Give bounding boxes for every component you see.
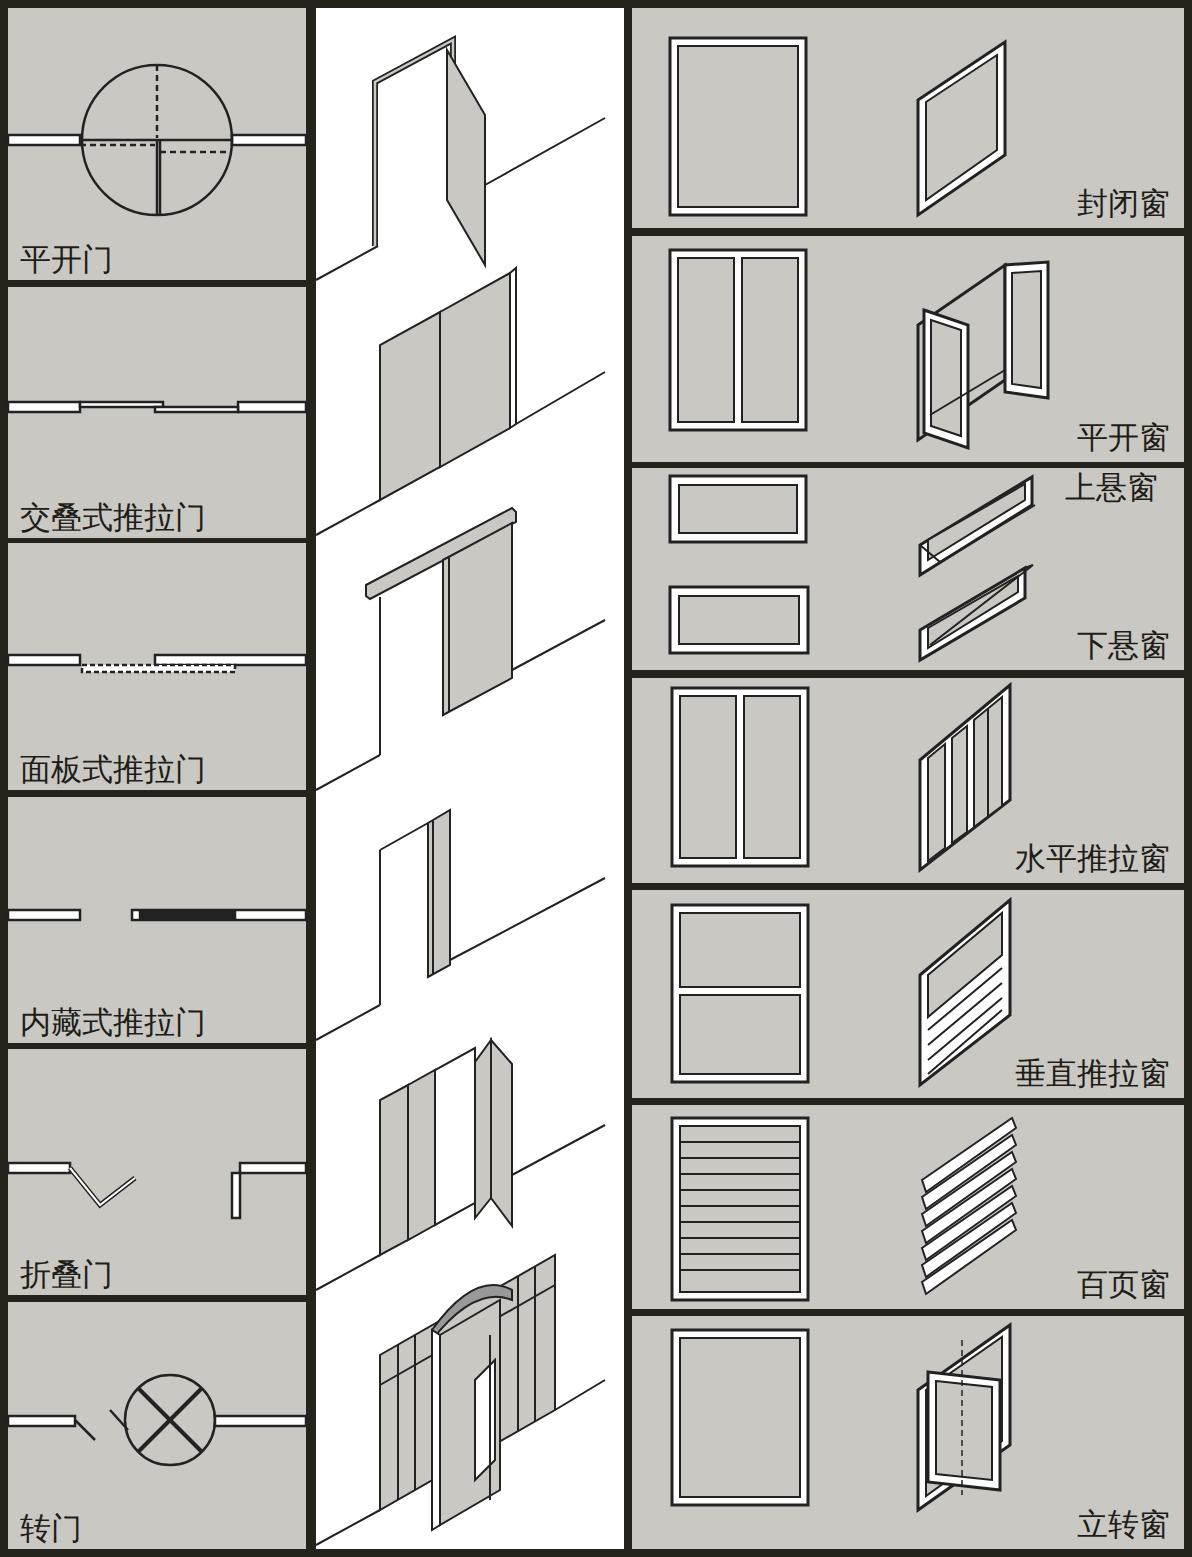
type-label: 立转窗	[1077, 1507, 1170, 1543]
type-label: 下悬窗	[1077, 628, 1170, 664]
type-label: 平开窗	[1077, 420, 1170, 456]
type-panel: 百页窗	[632, 1105, 1184, 1309]
type-label: 百页窗	[1077, 1267, 1170, 1303]
type-label: 折叠门	[20, 1257, 113, 1293]
type-label: 上悬窗	[1065, 470, 1158, 506]
type-panel: 内藏式推拉门	[8, 797, 306, 1043]
type-panel: 交叠式推拉门	[8, 287, 306, 538]
type-label: 封闭窗	[1077, 186, 1170, 222]
type-panel: 水平推拉窗	[632, 678, 1184, 883]
type-panel: 平开窗	[632, 236, 1184, 462]
type-panel: 平开门	[8, 8, 306, 280]
type-panel: 上悬窗下悬窗	[632, 468, 1184, 670]
type-label: 垂直推拉窗	[1015, 1056, 1170, 1092]
type-panel: 垂直推拉窗	[632, 890, 1184, 1098]
type-panel: 立转窗	[632, 1316, 1184, 1549]
type-panel: 面板式推拉门	[8, 543, 306, 790]
type-label: 面板式推拉门	[20, 752, 206, 788]
type-label: 转门	[20, 1511, 82, 1547]
type-label: 水平推拉窗	[1015, 841, 1170, 877]
type-panel: 转门	[8, 1302, 306, 1549]
type-panel: 封闭窗	[632, 8, 1184, 228]
type-label: 交叠式推拉门	[20, 500, 206, 536]
type-label: 平开门	[20, 242, 113, 278]
type-label: 内藏式推拉门	[20, 1005, 206, 1041]
type-panel: 折叠门	[8, 1049, 306, 1295]
